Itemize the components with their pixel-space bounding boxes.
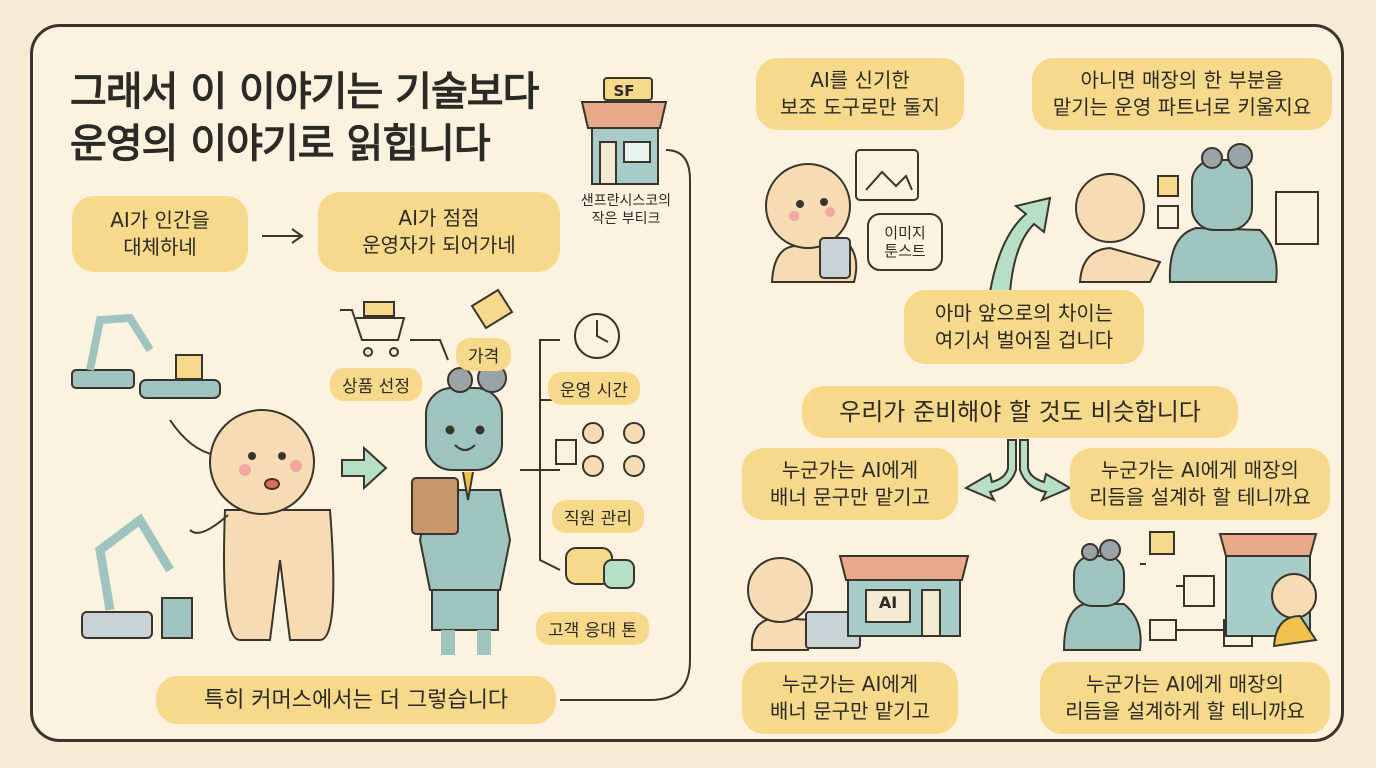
task-hours-label: 운영 시간 xyxy=(548,372,640,405)
commerce-pill: 특히 커머스에서는 더 그렇습니다 xyxy=(156,676,556,724)
prepare-pill: 우리가 준비해야 할 것도 비슷합니다 xyxy=(802,386,1238,438)
difference-line-2: 여기서 벌어질 겁니다 xyxy=(934,328,1114,352)
rhythm-design-icon xyxy=(1062,531,1318,651)
store-sign-text: SF xyxy=(613,82,635,100)
task-tone-label: 고객 응대 톤 xyxy=(536,612,650,645)
task-price-label: 가격 xyxy=(456,338,512,371)
robot-arm-bottom-icon xyxy=(81,513,193,639)
title-line-2: 운영의 이야기로 읽힙니다 xyxy=(70,121,491,167)
option-a-line-2: 배너 문구만 맡기고 xyxy=(770,485,930,509)
tool-note-line-2: 툰스트 xyxy=(884,242,926,260)
robot-operator-icon xyxy=(411,363,512,655)
bottom-b-line-2: 리듬을 설계하게 할 테니까요 xyxy=(1065,699,1305,723)
store-caption-line-1: 샌프란시스코의 xyxy=(580,193,672,209)
option-a-line-1: 누군가는 AI에게 xyxy=(781,458,919,482)
option-b-line-2: 리듬을 설계하 할 테니까요 xyxy=(1089,485,1311,509)
task-staff-label: 직원 관리 xyxy=(552,500,644,533)
robot-arm-top-icon xyxy=(71,313,221,399)
partner-line-1: 아니면 매장의 한 부분을 xyxy=(1080,68,1284,92)
tool-line-1: AI를 신기한 xyxy=(810,68,910,92)
curved-up-arrow-icon xyxy=(988,196,1052,293)
laptop-and-shop-icon xyxy=(747,555,970,651)
price-tag-icon xyxy=(470,288,514,330)
bottom-a-line-1: 누군가는 AI에게 xyxy=(781,672,919,696)
from-line-1: AI가 인간을 xyxy=(110,208,210,232)
handshake-partner-icon xyxy=(1075,143,1319,283)
tool-line-2: 보조 도구로만 둘지 xyxy=(780,95,940,119)
task-icons xyxy=(340,288,645,589)
title-line-1: 그래서 이 이야기는 기술보다 xyxy=(70,69,539,115)
transform-arrow-icon xyxy=(341,445,388,491)
human-character-icon xyxy=(189,409,335,641)
shop-sign-text: AI xyxy=(878,593,898,612)
difference-line-1: 아마 앞으로의 차이는 xyxy=(934,301,1114,325)
tool-note-line-1: 이미지 xyxy=(884,224,926,242)
split-arrow-right-icon xyxy=(1019,439,1073,502)
option-b-line-1: 누군가는 AI에게 매장의 xyxy=(1101,458,1299,482)
bottom-a-line-2: 배너 문구만 맡기고 xyxy=(770,699,930,723)
chat-bubbles-icon xyxy=(565,547,635,589)
task-product-label: 상품 선정 xyxy=(330,368,422,401)
store-caption-line-2: 작은 부티크 xyxy=(591,211,661,227)
arrow-right-icon xyxy=(262,228,304,244)
commerce-text: 특히 커머스에서는 더 그렇습니다 xyxy=(203,687,509,713)
person-with-tablet-icon xyxy=(765,149,943,283)
split-arrow-left-icon xyxy=(963,439,1017,502)
tool-note: 이미지 툰스트 xyxy=(874,224,936,260)
to-line-2: 운영자가 되어가네 xyxy=(362,233,516,257)
to-line-1: AI가 점점 xyxy=(398,206,480,230)
partner-line-2: 맡기는 운영 파트너로 키울지요 xyxy=(1052,95,1312,119)
bottom-b-line-1: 누군가는 AI에게 매장의 xyxy=(1086,672,1284,696)
shopping-cart-icon xyxy=(340,301,406,357)
clock-icon xyxy=(574,313,620,359)
store-caption: 샌프란시스코의 작은 부티크 xyxy=(570,192,682,228)
prepare-text: 우리가 준비해야 할 것도 비슷합니다 xyxy=(839,397,1201,426)
page-title: 그래서 이 이야기는 기술보다 운영의 이야기로 읽힙니다 xyxy=(70,66,539,170)
from-line-2: 대체하네 xyxy=(123,235,197,259)
staff-icon xyxy=(555,422,645,477)
boutique-store-icon xyxy=(580,77,668,185)
